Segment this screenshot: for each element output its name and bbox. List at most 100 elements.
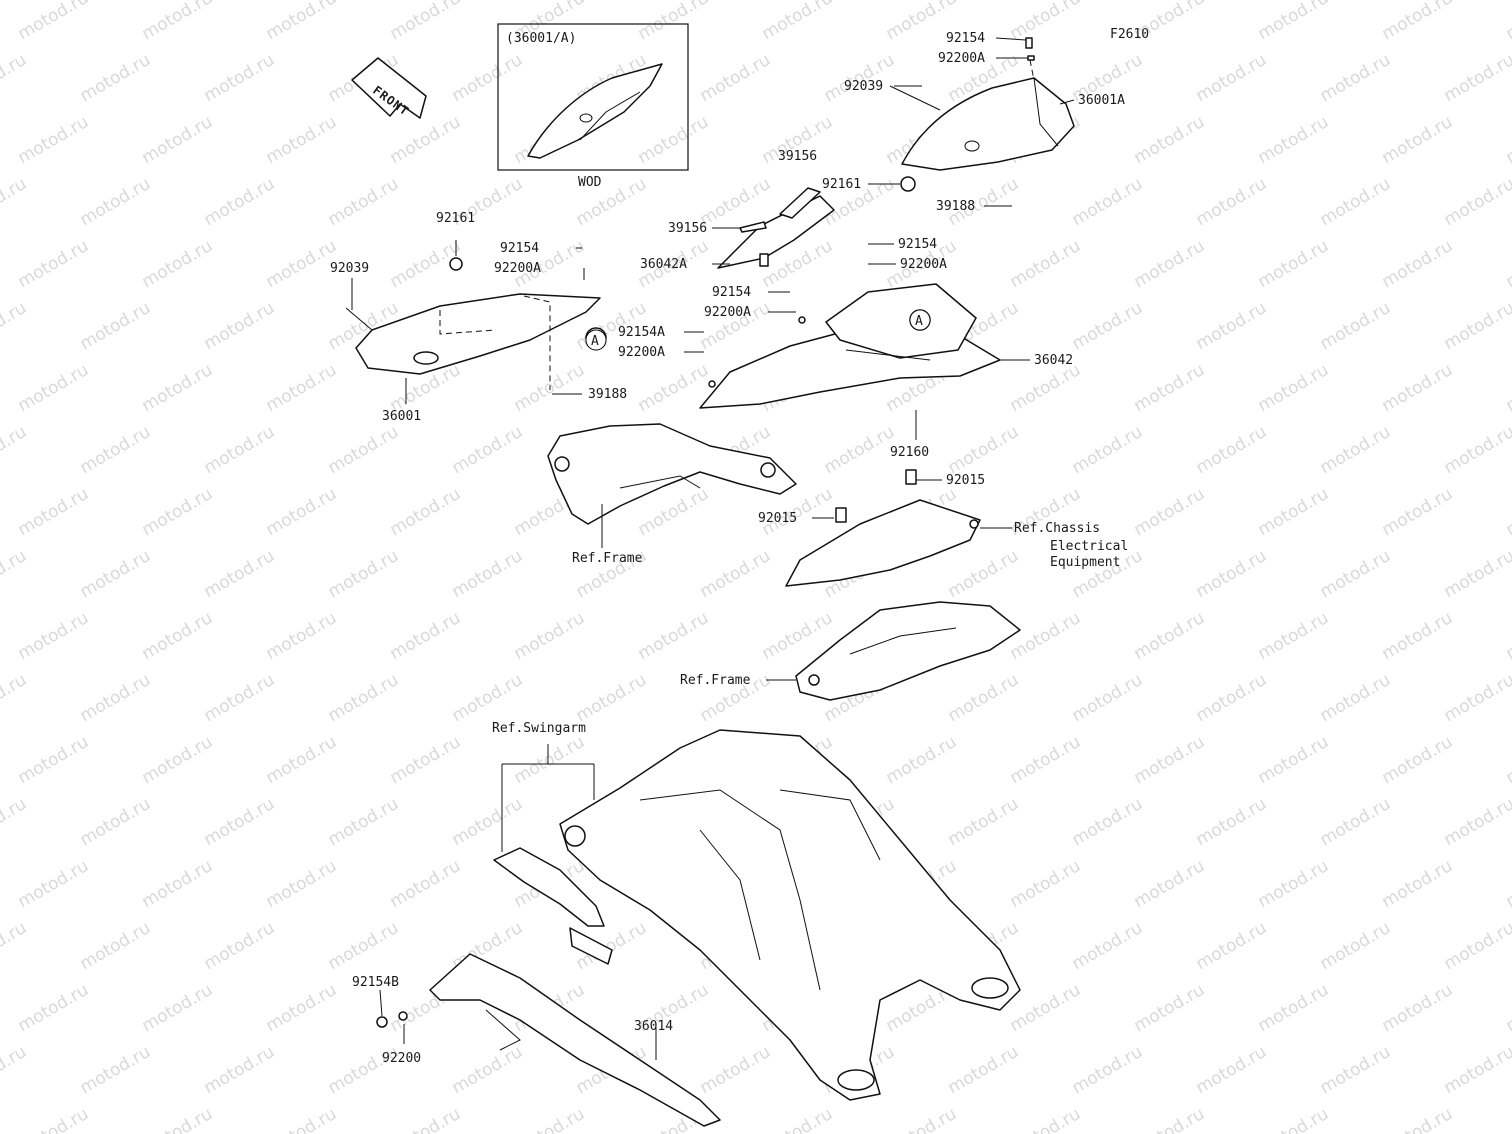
watermark-text: motod.ru <box>1503 980 1512 1036</box>
callout-36042a: 36042A <box>640 257 687 272</box>
watermark-text: motod.ru <box>263 980 341 1036</box>
watermark-text: motod.ru <box>1503 484 1512 540</box>
swingarm <box>559 729 1021 1101</box>
watermark-text: motod.ru <box>1069 422 1147 478</box>
seat-cover-36001a <box>889 37 1075 192</box>
watermark-text: motod.ru <box>325 918 403 974</box>
callout-92015: 92015 <box>946 473 985 488</box>
watermark-text: motod.ru <box>77 918 155 974</box>
watermark-text: motod.ru <box>1255 856 1333 912</box>
watermark-text: motod.ru <box>449 50 527 106</box>
callout-36014: 36014 <box>634 1019 673 1034</box>
watermark-text: motod.ru <box>1193 298 1271 354</box>
watermark-text: motod.ru <box>1503 608 1512 664</box>
watermark-text: motod.ru <box>883 1104 961 1134</box>
watermark-text: motod.ru <box>1131 360 1209 416</box>
watermark-text: motod.ru <box>449 670 527 726</box>
watermark-text: motod.ru <box>945 1042 1023 1098</box>
watermark-text: motod.ru <box>1069 298 1147 354</box>
watermark-text: motod.ru <box>511 1104 589 1134</box>
watermark-text: motod.ru <box>1131 112 1209 168</box>
callout-39156: 39156 <box>778 149 817 164</box>
callout-92200a: 92200A <box>900 257 947 272</box>
watermark-text: motod.ru <box>1193 794 1271 850</box>
watermark-text: motod.ru <box>201 546 279 602</box>
watermark-text: motod.ru <box>263 112 341 168</box>
watermark-text: motod.ru <box>1007 856 1085 912</box>
watermark-text: motod.ru <box>1379 112 1457 168</box>
watermark-text: motod.ru <box>1379 1104 1457 1134</box>
watermark-text: motod.ru <box>1255 484 1333 540</box>
watermark-text: motod.ru <box>139 980 217 1036</box>
watermark-text: motod.ru <box>449 1042 527 1098</box>
watermark-text: motod.ru <box>1317 1042 1395 1098</box>
watermark-text: motod.ru <box>1379 236 1457 292</box>
watermark-text: motod.ru <box>1007 1104 1085 1134</box>
callout-92154: 92154 <box>946 31 985 46</box>
watermark-text: motod.ru <box>139 484 217 540</box>
watermark-text: motod.ru <box>387 112 465 168</box>
watermark-text: motod.ru <box>511 360 589 416</box>
watermark-text: motod.ru <box>325 546 403 602</box>
watermark-text: motod.ru <box>1317 422 1395 478</box>
watermark-text: motod.ru <box>1007 0 1085 44</box>
watermark-text: motod.ru <box>139 608 217 664</box>
watermark-text: motod.ru <box>263 608 341 664</box>
watermark-text: motod.ru <box>1193 670 1271 726</box>
watermark-text: motod.ru <box>1503 112 1512 168</box>
watermark-text: motod.ru <box>139 112 217 168</box>
callout-92200a: 92200A <box>938 51 985 66</box>
frame-rail-upper <box>547 423 797 525</box>
watermark-text: motod.ru <box>1069 670 1147 726</box>
watermark-text: motod.ru <box>449 546 527 602</box>
callout-92200a: 92200A <box>618 345 665 360</box>
watermark-text: motod.ru <box>1441 918 1512 974</box>
watermark-text: motod.ru <box>1317 546 1395 602</box>
watermark-text: motod.ru <box>1441 422 1512 478</box>
ref-frame-lower: Ref.Frame <box>680 673 751 688</box>
watermark-text: motod.ru <box>1379 856 1457 912</box>
watermark-text: motod.ru <box>1193 546 1271 602</box>
watermark-text: motod.ru <box>1255 608 1333 664</box>
leader-lines <box>351 37 1075 1060</box>
watermark-text: motod.ru <box>1193 918 1271 974</box>
watermark-text: motod.ru <box>1069 794 1147 850</box>
sub-frame <box>795 601 1021 701</box>
inset-caption: WOD <box>578 175 602 190</box>
watermark-text: motod.ru <box>77 422 155 478</box>
watermark-text: motod.ru <box>1255 732 1333 788</box>
watermark-text: motod.ru <box>201 50 279 106</box>
watermark-text: motod.ru <box>201 794 279 850</box>
watermark-text: motod.ru <box>15 236 93 292</box>
callout-36042: 36042 <box>1034 353 1073 368</box>
watermark-text: motod.ru <box>697 50 775 106</box>
watermark-text: motod.ru <box>945 794 1023 850</box>
figure-code: F2610 <box>1110 27 1149 42</box>
watermark-text: motod.ru <box>1379 732 1457 788</box>
watermark-text: motod.ru <box>1441 670 1512 726</box>
watermark-text: motod.ru <box>263 1104 341 1134</box>
watermark-text: motod.ru <box>1379 484 1457 540</box>
watermark-text: motod.ru <box>139 360 217 416</box>
watermark-text: motod.ru <box>263 0 341 44</box>
watermark-text: motod.ru <box>1503 0 1512 44</box>
watermark-text: motod.ru <box>1007 236 1085 292</box>
callout-92154: 92154 <box>500 241 539 256</box>
chain-cover-36014 <box>376 953 721 1127</box>
inset-box: (36001/A) WOD <box>497 23 689 190</box>
watermark-text: motod.ru <box>635 0 713 44</box>
watermark-text: motod.ru <box>1317 174 1395 230</box>
watermark-text: motod.ru <box>945 670 1023 726</box>
watermark-text: motod.ru <box>821 422 899 478</box>
callout-92160: 92160 <box>890 445 929 460</box>
watermark-text: motod.ru <box>201 298 279 354</box>
watermark-text: motod.ru <box>77 174 155 230</box>
chain-slider <box>493 847 613 965</box>
ref-chassis-line3: Equipment <box>1050 555 1120 570</box>
watermark-text: motod.ru <box>635 608 713 664</box>
watermark-text: motod.ru <box>15 484 93 540</box>
watermark-text: motod.ru <box>263 732 341 788</box>
watermark-text: motod.ru <box>1193 50 1271 106</box>
watermark-text: motod.ru <box>263 484 341 540</box>
